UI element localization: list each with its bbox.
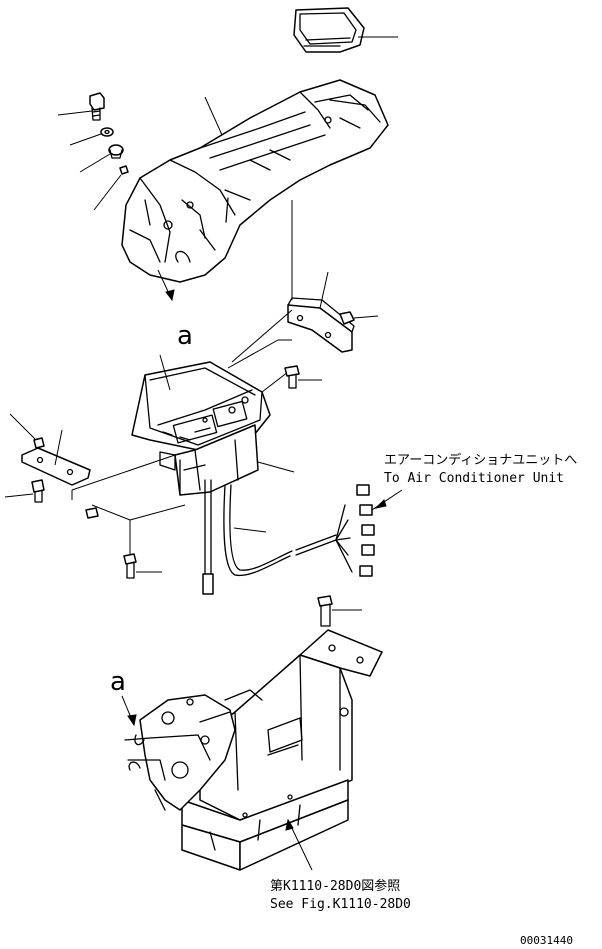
spacer bbox=[93, 165, 129, 211]
ac-callout: エアーコンディショナユニットへ To Air Conditioner Unit bbox=[384, 452, 577, 486]
harness-loop bbox=[223, 484, 293, 577]
clip-nut-left bbox=[9, 413, 45, 449]
bolt-lower bbox=[123, 553, 162, 579]
ac-unit-label-en: To Air Conditioner Unit bbox=[384, 471, 564, 486]
leader-lines bbox=[71, 309, 293, 560]
clip-nut-right bbox=[339, 311, 379, 325]
washer bbox=[69, 127, 114, 146]
ac-harness bbox=[295, 484, 403, 577]
see-fig-label-en: See Fig.K1110-28D0 bbox=[270, 897, 411, 912]
screw-right bbox=[284, 365, 322, 389]
ac-unit-label-jp: エアーコンディショナユニットへ bbox=[384, 452, 577, 468]
left-bracket bbox=[21, 429, 91, 486]
console-cover bbox=[121, 79, 389, 300]
view-a-label-bottom: a bbox=[110, 667, 126, 697]
control-panel bbox=[131, 354, 295, 496]
grommet bbox=[79, 144, 124, 173]
bolt-top bbox=[57, 92, 105, 121]
right-bracket bbox=[287, 271, 355, 353]
view-a-arrow-bottom: a bbox=[110, 667, 137, 727]
lower-frame bbox=[124, 629, 383, 871]
view-a-label-top: a bbox=[177, 321, 193, 351]
bolt-left bbox=[4, 479, 45, 503]
see-fig-label-jp: 第K1110-28D0図参照 bbox=[270, 878, 400, 894]
harness-vertical bbox=[202, 479, 214, 595]
see-fig-callout: 第K1110-28D0図参照 See Fig.K1110-28D0 bbox=[270, 878, 411, 912]
view-a-arrow-top: a bbox=[157, 269, 193, 351]
cup-tray bbox=[293, 7, 398, 53]
clip-left-lower bbox=[85, 507, 99, 519]
mount-bolt bbox=[317, 595, 362, 627]
drawing-number: 00031440 bbox=[520, 934, 573, 947]
